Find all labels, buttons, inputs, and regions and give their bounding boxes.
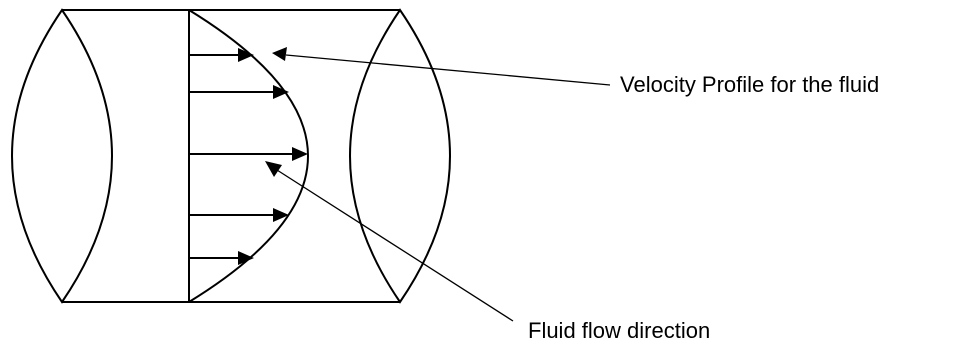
velocity-vectors <box>189 48 308 265</box>
velocity-profile-leader <box>272 47 611 86</box>
velocity-arrow <box>189 208 289 222</box>
pipe-body <box>11 8 451 304</box>
pipe-right-end-ellipse <box>349 8 451 304</box>
velocity-arrow <box>189 48 254 62</box>
velocity-arrow <box>189 85 289 99</box>
pipe-left-end-ellipse <box>11 8 113 304</box>
velocity-arrow <box>189 251 254 265</box>
velocity-arrow <box>189 147 308 161</box>
velocity-profile-curve <box>188 9 309 303</box>
flow-direction-label: Fluid flow direction <box>528 318 710 343</box>
velocity-profile-label: Velocity Profile for the fluid <box>620 72 879 97</box>
flow-direction-leader <box>265 161 514 322</box>
leader-arrowhead <box>265 161 282 177</box>
leader-arrowhead <box>272 47 287 61</box>
